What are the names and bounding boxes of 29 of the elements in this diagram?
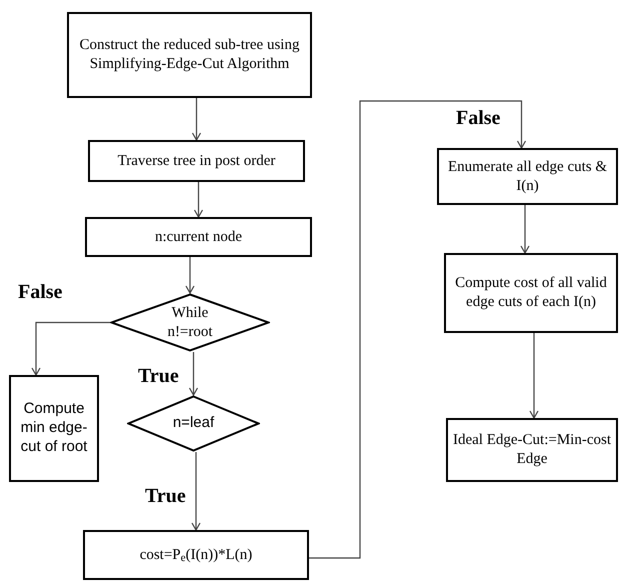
process-box (9, 375, 99, 482)
process-box (444, 253, 618, 333)
node-text: While n!=root (166, 304, 214, 342)
decision-diamond (127, 395, 260, 452)
process-box (83, 530, 309, 580)
node-text: cost=P$_{e}$(I(n))*L(n) (140, 546, 252, 564)
node-text: Compute cost of all valid edge cuts of each I(n) (454, 274, 608, 312)
node-text: Construct the reduced sub-tree using Simplifying-Edge-Cut Algorithm (78, 36, 300, 74)
arrow (194, 182, 204, 218)
process-box (85, 217, 312, 257)
arrow (520, 205, 530, 254)
arrow (309, 100, 526, 559)
process-box (67, 12, 312, 98)
arrow (191, 452, 201, 531)
node-text: n=leaf (172, 414, 214, 433)
decision-diamond (110, 293, 270, 352)
process-box (446, 418, 618, 482)
node-text: Traverse tree in post order (118, 152, 276, 170)
node-text: Ideal Edge-Cut:=Min-cost Edge (452, 431, 612, 469)
arrow (31, 322, 110, 376)
arrow (188, 352, 198, 396)
arrow (192, 98, 202, 141)
arrow (185, 257, 195, 294)
node-text: n:current node (154, 228, 242, 246)
node-text: Compute min edge-cut of root (20, 400, 88, 457)
process-box (88, 140, 305, 182)
arrow (529, 333, 539, 419)
process-box (437, 148, 618, 205)
node-text: Enumerate all edge cuts & I(n) (446, 158, 608, 196)
